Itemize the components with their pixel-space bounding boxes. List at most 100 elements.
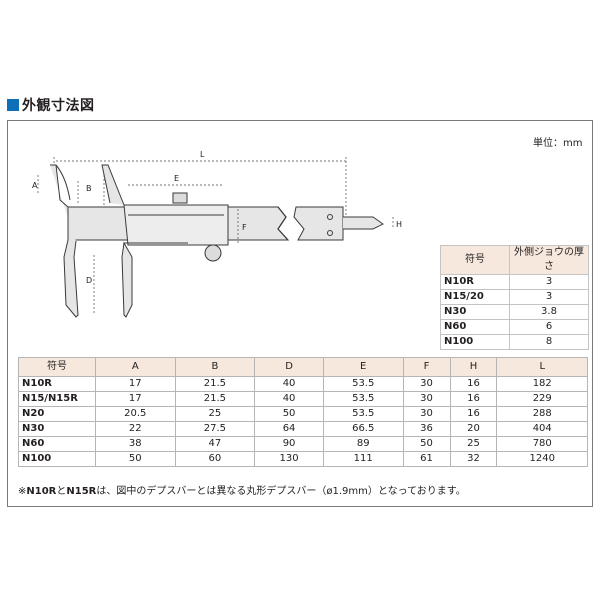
dim-cell: 16 xyxy=(449,406,498,422)
dim-cell: 111 xyxy=(322,451,404,467)
dim-cell: 20 xyxy=(449,421,498,437)
dim-cell: 25 xyxy=(174,406,256,422)
dim-cell: 780 xyxy=(496,436,588,452)
label-B: B xyxy=(86,184,92,193)
footnote-text: は、図中のデプスバーとは異なる丸形デプスバー（ø1.9mm）となっております。 xyxy=(96,486,466,497)
label-L: L xyxy=(200,150,205,159)
dim-cell: 53.5 xyxy=(322,376,404,392)
dim-code: N15/N15R xyxy=(18,391,96,407)
dimension-panel xyxy=(7,120,593,507)
jaw-header-code: 符号 xyxy=(440,245,510,275)
dim-cell: 61 xyxy=(402,451,451,467)
footnote-joiner: と xyxy=(56,486,67,497)
table-row: N30 22 27.5 64 66.5 36 20 404 xyxy=(18,421,588,437)
dim-cell: 27.5 xyxy=(174,421,256,437)
dim-cell: 36 xyxy=(402,421,451,437)
dim-header: E xyxy=(322,357,404,377)
dim-cell: 53.5 xyxy=(322,391,404,407)
dim-cell: 20.5 xyxy=(95,406,176,422)
table-row: N100 50 60 130 111 61 32 1240 xyxy=(18,451,588,467)
label-F: F xyxy=(242,223,247,232)
dim-header: L xyxy=(496,357,588,377)
dim-cell: 66.5 xyxy=(322,421,404,437)
dim-code: N20 xyxy=(18,406,96,422)
jaw-code: N15/20 xyxy=(440,289,510,305)
jaw-thickness-table: 符号 外側ジョウの厚さ N10R 3 N15/20 3 N30 3.8 N60 … xyxy=(440,245,589,350)
label-D: D xyxy=(86,276,92,285)
dim-cell: 50 xyxy=(95,451,176,467)
dim-cell: 60 xyxy=(174,451,256,467)
caliper-drawing: L A B E F H D xyxy=(32,150,402,318)
dim-cell: 22 xyxy=(95,421,176,437)
dimension-table: 符号 A B D E F H L N10R 17 21.5 40 53.5 30… xyxy=(18,357,588,467)
jaw-header-thickness: 外側ジョウの厚さ xyxy=(509,245,589,275)
dim-cell: 32 xyxy=(449,451,498,467)
dim-cell: 64 xyxy=(254,421,324,437)
dim-header: A xyxy=(95,357,176,377)
dim-cell: 47 xyxy=(174,436,256,452)
dim-cell: 21.5 xyxy=(174,376,256,392)
table-row: N30 3.8 xyxy=(440,304,589,320)
dim-code: N60 xyxy=(18,436,96,452)
jaw-code: N30 xyxy=(440,304,510,320)
section-title: 外観寸法図 xyxy=(7,96,95,114)
dim-cell: 40 xyxy=(254,376,324,392)
table-row: N100 8 xyxy=(440,334,589,350)
footnote-prefix: ※ xyxy=(18,486,27,497)
dim-header: D xyxy=(254,357,324,377)
footnote: ※N10RとN15Rは、図中のデプスバーとは異なる丸形デプスバー（ø1.9mm）… xyxy=(18,482,466,497)
dim-cell: 38 xyxy=(95,436,176,452)
label-A: A xyxy=(32,181,38,190)
jaw-value: 3.8 xyxy=(509,304,589,320)
dim-cell: 50 xyxy=(402,436,451,452)
table-row: N15/N15R 17 21.5 40 53.5 30 16 229 xyxy=(18,391,588,407)
label-H: H xyxy=(396,220,402,229)
footnote-model1: N10R xyxy=(26,486,57,497)
section-title-text: 外観寸法図 xyxy=(22,98,95,114)
dim-header: 符号 xyxy=(18,357,96,377)
dim-code: N30 xyxy=(18,421,96,437)
dim-cell: 25 xyxy=(449,436,498,452)
dim-cell: 90 xyxy=(254,436,324,452)
label-E: E xyxy=(174,174,179,183)
table-row: N15/20 3 xyxy=(440,289,589,305)
dim-cell: 30 xyxy=(402,391,451,407)
dim-header: F xyxy=(402,357,451,377)
unit-label: 単位：mm xyxy=(533,138,583,149)
dim-cell: 30 xyxy=(402,406,451,422)
table-row: N20 20.5 25 50 53.5 30 16 288 xyxy=(18,406,588,422)
dim-cell: 40 xyxy=(254,391,324,407)
dim-code: N100 xyxy=(18,451,96,467)
jaw-value: 6 xyxy=(509,319,589,335)
table-row: N10R 17 21.5 40 53.5 30 16 182 xyxy=(18,376,588,392)
title-square-icon xyxy=(7,99,19,111)
dim-cell: 130 xyxy=(254,451,324,467)
footnote-model2: N15R xyxy=(66,486,97,497)
dim-code: N10R xyxy=(18,376,96,392)
dim-cell: 53.5 xyxy=(322,406,404,422)
dim-cell: 16 xyxy=(449,391,498,407)
jaw-value: 3 xyxy=(509,274,589,290)
jaw-code: N60 xyxy=(440,319,510,335)
dim-cell: 30 xyxy=(402,376,451,392)
jaw-code: N100 xyxy=(440,334,510,350)
dim-cell: 16 xyxy=(449,376,498,392)
dim-cell: 182 xyxy=(496,376,588,392)
table-row: N60 38 47 90 89 50 25 780 xyxy=(18,436,588,452)
dim-cell: 50 xyxy=(254,406,324,422)
table-row: N60 6 xyxy=(440,319,589,335)
dim-header: H xyxy=(449,357,498,377)
dim-cell: 288 xyxy=(496,406,588,422)
jaw-value: 8 xyxy=(509,334,589,350)
dim-cell: 21.5 xyxy=(174,391,256,407)
dim-cell: 17 xyxy=(95,376,176,392)
dim-cell: 229 xyxy=(496,391,588,407)
dim-cell: 404 xyxy=(496,421,588,437)
dim-header: B xyxy=(174,357,256,377)
table-row: N10R 3 xyxy=(440,274,589,290)
dim-cell: 17 xyxy=(95,391,176,407)
dim-cell: 1240 xyxy=(496,451,588,467)
dim-cell: 89 xyxy=(322,436,404,452)
jaw-value: 3 xyxy=(509,289,589,305)
jaw-code: N10R xyxy=(440,274,510,290)
